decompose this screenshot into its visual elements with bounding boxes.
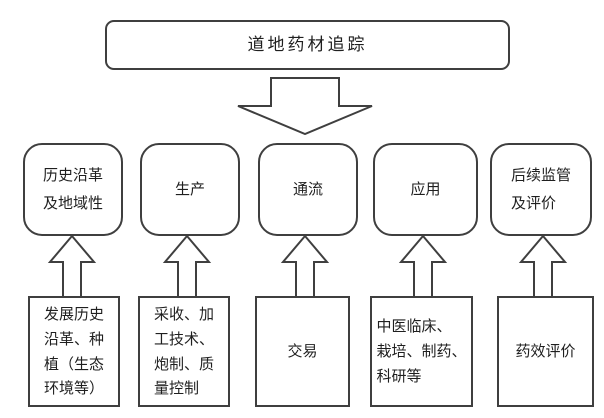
stage-box-history: 历史沿革 及地域性	[23, 143, 123, 236]
source-box-circulation: 交易	[255, 296, 350, 407]
source-box-application: 中医临床、 栽培、制药、 科研等	[370, 296, 473, 407]
source-label: 中医临床、 栽培、制药、 科研等	[376, 317, 467, 385]
stage-box-supervision: 后续监管 及评价	[490, 143, 592, 236]
stage-box-application: 应用	[373, 143, 478, 236]
source-box-production: 采收、加 工技术、 炮制、质 量控制	[138, 296, 230, 407]
up-arrow-icon	[518, 234, 568, 298]
up-arrow-icon	[47, 234, 97, 298]
source-box-history: 发展历史 沿革、种 植（生态 环境等）	[28, 296, 120, 407]
source-label: 采收、加 工技术、 炮制、质 量控制	[153, 305, 214, 398]
stage-label: 历史沿革 及地域性	[42, 165, 103, 212]
stage-box-production: 生产	[140, 143, 240, 236]
up-arrow-icon	[398, 234, 448, 298]
source-label: 交易	[287, 342, 318, 361]
up-arrow-icon	[280, 234, 330, 298]
root-topic-box: 道地药材追踪	[105, 20, 510, 70]
source-label: 药效评价	[515, 342, 576, 361]
stage-box-circulation: 通流	[258, 143, 358, 236]
down-arrow-icon	[237, 77, 373, 135]
up-arrow-icon	[162, 234, 212, 298]
stage-label: 应用	[410, 179, 441, 198]
source-box-supervision: 药效评价	[497, 296, 594, 407]
source-label: 发展历史 沿革、种 植（生态 环境等）	[43, 305, 104, 398]
stage-label: 后续监管 及评价	[510, 165, 571, 212]
root-topic-label: 道地药材追踪	[247, 34, 368, 55]
stage-label: 生产	[174, 179, 205, 198]
stage-label: 通流	[292, 179, 323, 198]
